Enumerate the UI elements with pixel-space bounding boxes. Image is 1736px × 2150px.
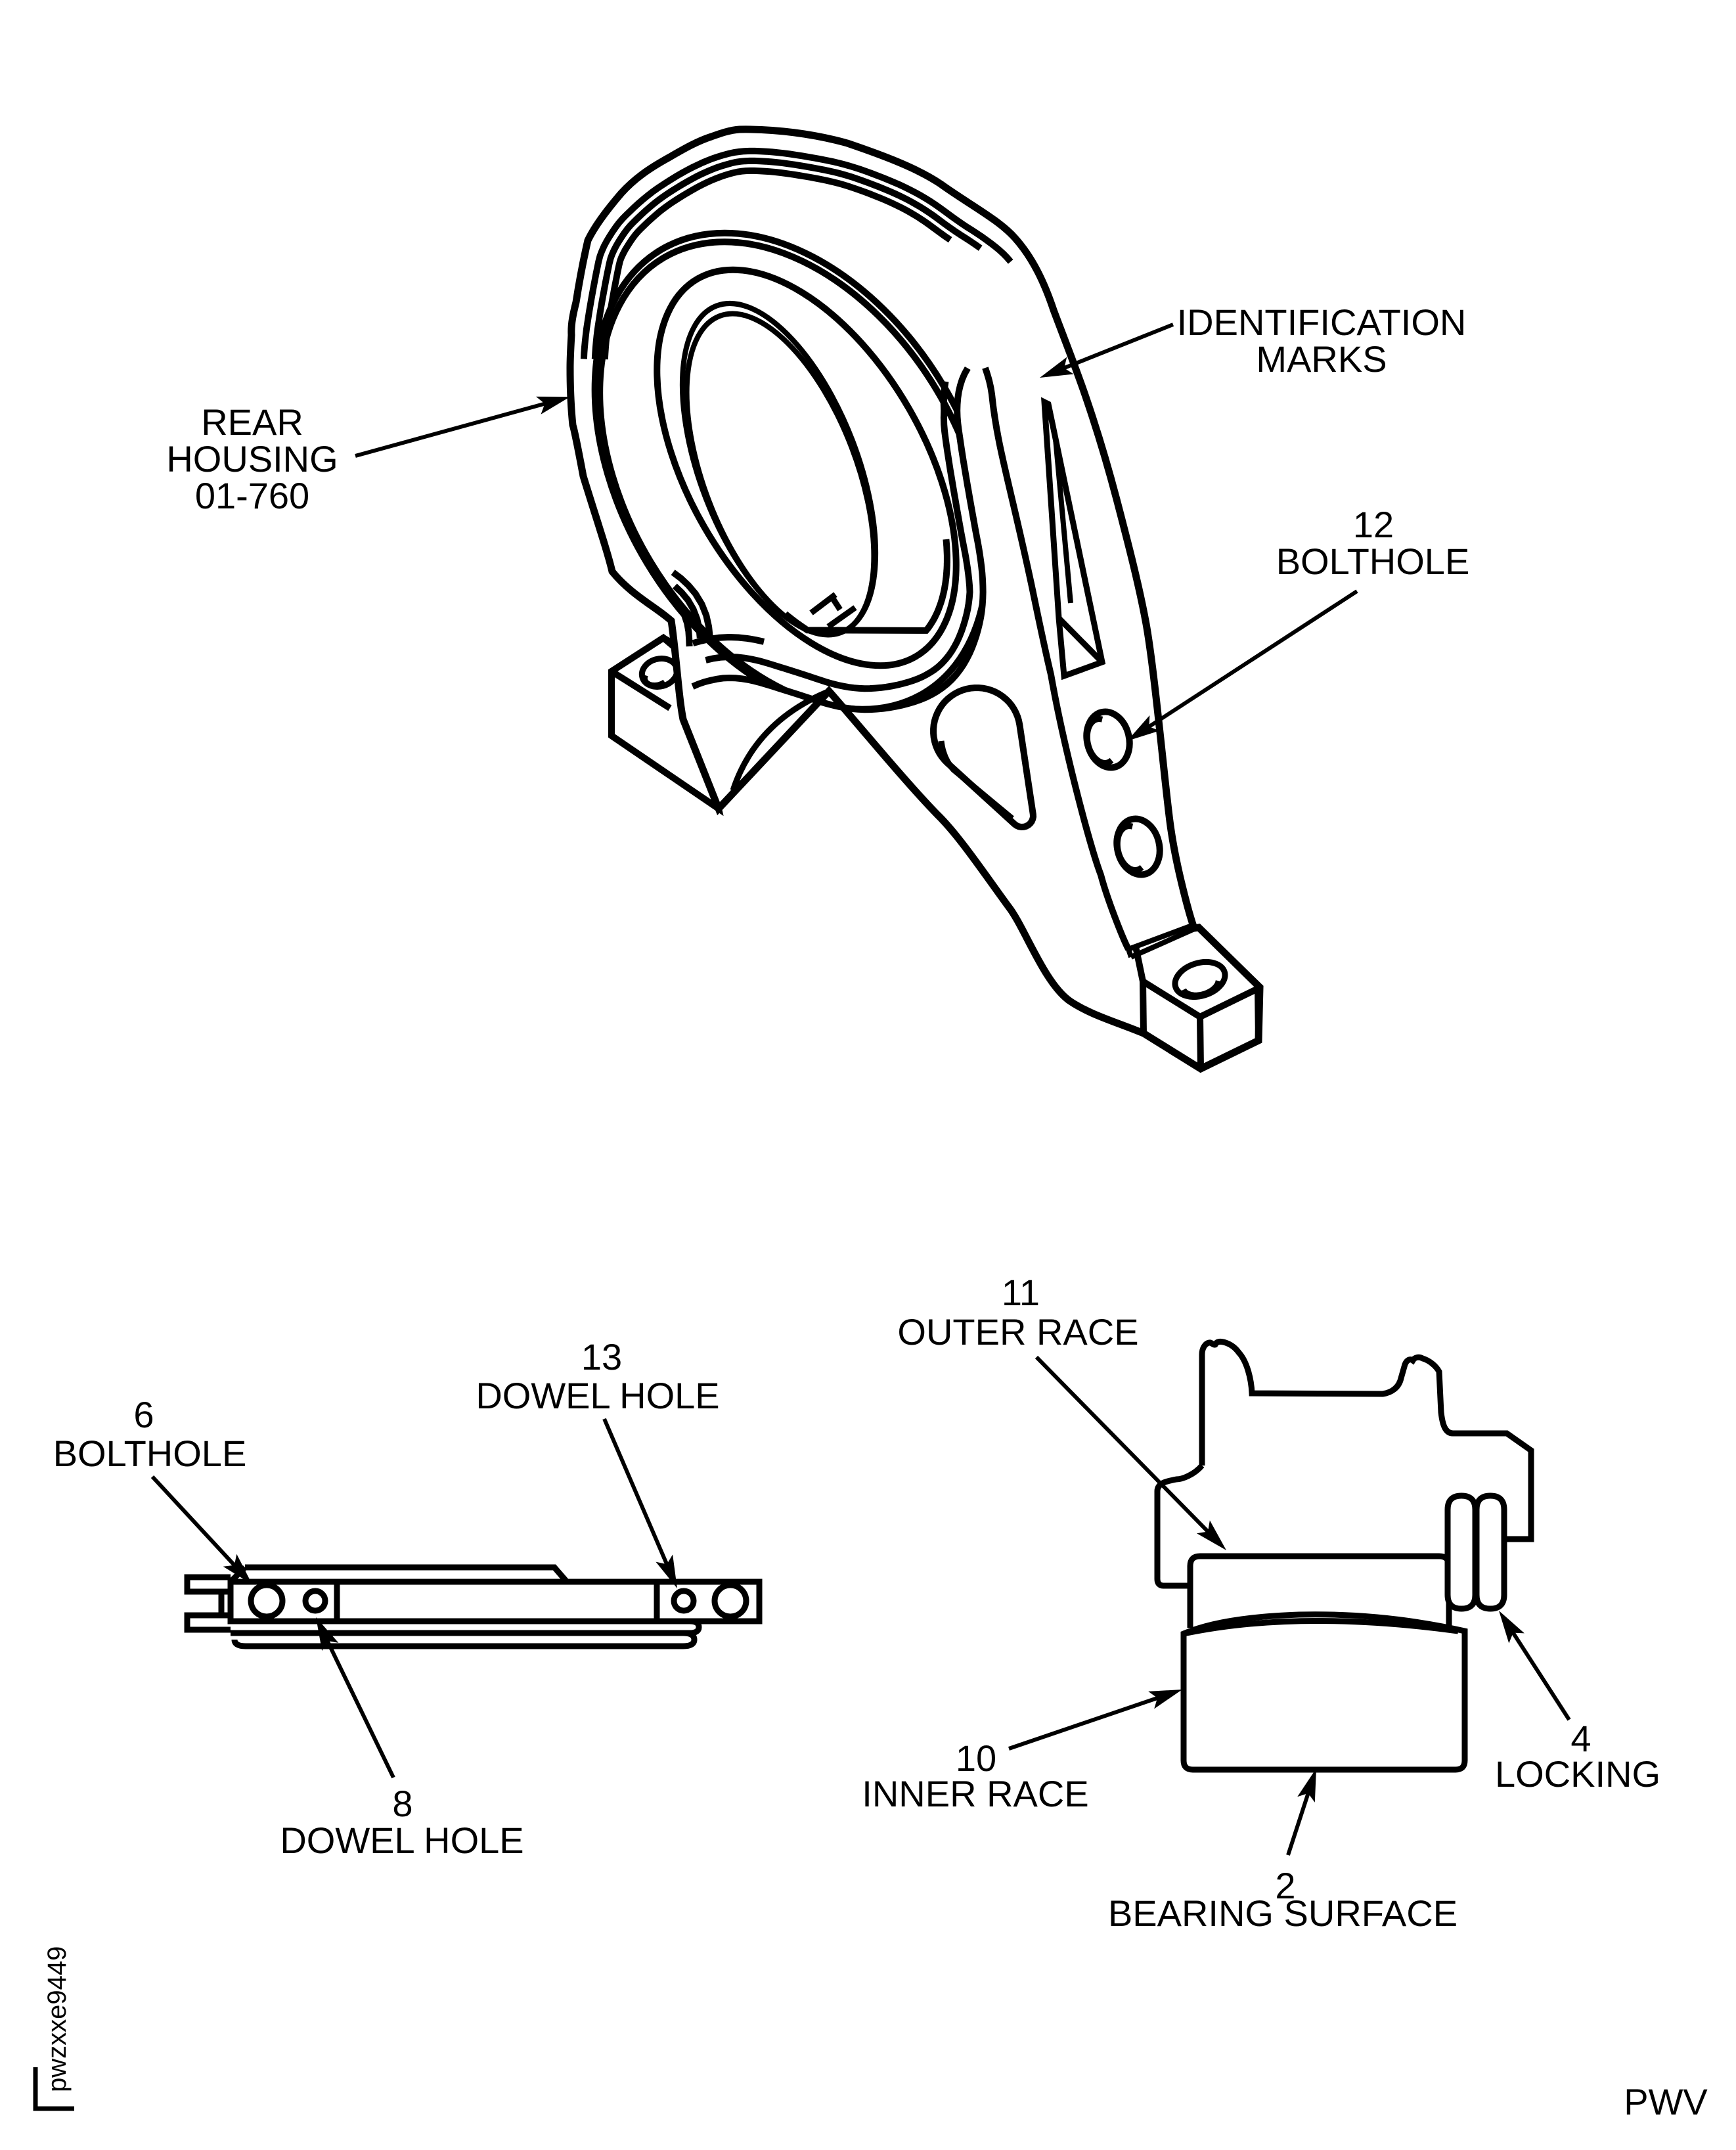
svg-text:10: 10 bbox=[956, 1737, 996, 1779]
svg-text:DOWEL HOLE: DOWEL HOLE bbox=[476, 1375, 719, 1416]
svg-text:PWV: PWV bbox=[1624, 2081, 1708, 2122]
svg-text:BOLTHOLE: BOLTHOLE bbox=[1276, 541, 1470, 582]
svg-text:11: 11 bbox=[1002, 1272, 1040, 1313]
svg-text:8: 8 bbox=[392, 1783, 412, 1824]
svg-text:MARKS: MARKS bbox=[1256, 338, 1387, 380]
svg-text:2: 2 bbox=[1275, 1865, 1295, 1906]
svg-text:BOLTHOLE: BOLTHOLE bbox=[53, 1433, 247, 1474]
svg-text:4: 4 bbox=[1570, 1718, 1591, 1759]
svg-text:pwzxxe9449: pwzxxe9449 bbox=[43, 1946, 72, 2092]
svg-text:INNER RACE: INNER RACE bbox=[862, 1773, 1088, 1814]
svg-text:12: 12 bbox=[1353, 504, 1394, 545]
svg-text:HOUSING: HOUSING bbox=[166, 438, 338, 480]
svg-text:13: 13 bbox=[581, 1336, 622, 1377]
svg-text:6: 6 bbox=[133, 1394, 154, 1435]
svg-text:01-760: 01-760 bbox=[195, 475, 309, 516]
svg-text:DOWEL HOLE: DOWEL HOLE bbox=[280, 1820, 523, 1861]
svg-text:LOCKING: LOCKING bbox=[1495, 1753, 1660, 1795]
svg-text:IDENTIFICATION: IDENTIFICATION bbox=[1177, 302, 1467, 343]
svg-text:REAR: REAR bbox=[201, 401, 303, 443]
svg-text:BEARING SURFACE: BEARING SURFACE bbox=[1108, 1892, 1458, 1934]
svg-text:OUTER RACE: OUTER RACE bbox=[897, 1311, 1138, 1353]
